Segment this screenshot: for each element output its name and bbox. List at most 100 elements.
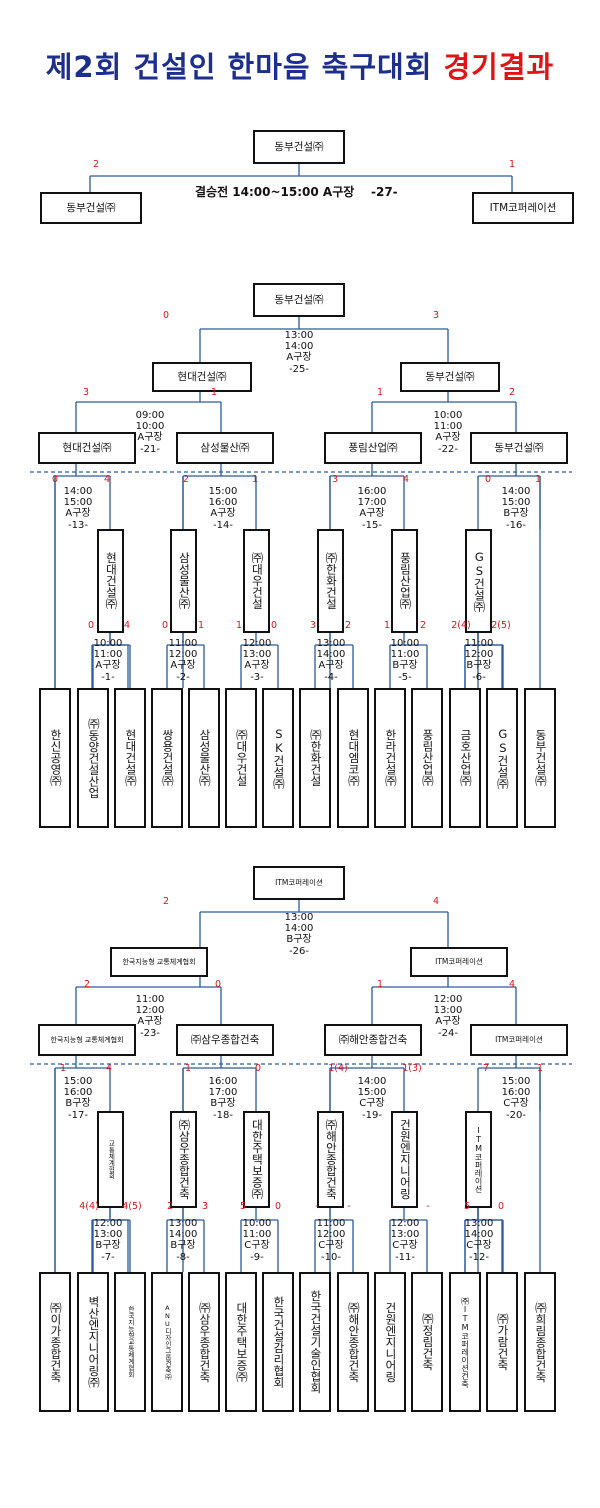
a-team-12-box: 금호산업㈜ (449, 688, 481, 828)
score-label: 0 (270, 620, 278, 631)
team-name: ㈜정림건축 (420, 1313, 435, 1371)
score-label: 2 (508, 387, 516, 398)
score-label: 3 (309, 620, 317, 631)
score-label: - (391, 1201, 395, 1212)
score-label: 0 (162, 310, 170, 321)
match-12-label: 13:00 14:00 C구장 -12- (464, 1218, 494, 1263)
team-name: ITM코퍼레이션 (435, 956, 483, 966)
score-label: 1(4) (328, 1063, 348, 1074)
team-name: 현대건설㈜ (123, 729, 138, 787)
score-label: 5 (239, 1201, 247, 1212)
score-label: 2 (419, 620, 427, 631)
team-name: 한국지능형교통체계협회 (126, 1306, 135, 1378)
a-qf-4-box: 동부건설㈜ (470, 432, 568, 464)
team-name: ㈜동양건설산업 (86, 717, 101, 799)
a-r2-6-box: GS건설㈜ (465, 529, 492, 633)
team-name: GS건설㈜ (472, 549, 487, 613)
a-team-4-box: 쌍용건설㈜ (151, 688, 183, 828)
team-name: ㈜한화건설 (308, 729, 323, 787)
match-14-label: 15:00 16:00 A구장 -14- (208, 486, 238, 531)
match-26-label: 13:00 14:00 B구장 -26- (284, 912, 314, 957)
a-team-8-box: ㈜한화건설 (299, 688, 331, 828)
team-name: 쌍용건설㈜ (160, 729, 175, 787)
score-label: - (347, 1201, 351, 1212)
team-name: 삼성물산㈜ (200, 441, 250, 454)
team-name: 동부건설㈜ (425, 370, 475, 383)
team-name: 건원엔지니어링 (398, 1119, 413, 1200)
score-label: 0 (497, 1201, 505, 1212)
b-team-11-box: ㈜정림건축 (411, 1272, 443, 1412)
match-11-label: 12:00 13:00 C구장 -11- (390, 1218, 420, 1263)
a-qf-3-box: 풍림산업㈜ (324, 432, 422, 464)
team-name: ㈜가람건축 (495, 1313, 510, 1371)
team-name: ㈜해안종합건축 (338, 1033, 408, 1046)
team-name: ITM코퍼레이션 (495, 1034, 543, 1044)
b-team-3-box: 한국지능형교통체계협회 (114, 1272, 146, 1412)
team-name: ITM코퍼레이션 (489, 201, 557, 214)
team-name: ㈜이가종합건축 (48, 1301, 63, 1383)
team-name: 풍림산업㈜ (348, 441, 398, 454)
b-team-9-box: ㈜해안종합건축 (337, 1272, 369, 1412)
team-name: 현대건설㈜ (104, 552, 119, 610)
match-24-label: 12:00 13:00 A구장 -24- (433, 994, 463, 1039)
score-label: 5 (463, 1201, 471, 1212)
team-name: 동부건설㈜ (494, 441, 544, 454)
b-team-5-box: ㈜삼우종합건축 (188, 1272, 220, 1412)
b-team-10-box: 건원엔지니어링 (374, 1272, 406, 1412)
team-name: 한국건설기술인협회 (308, 1290, 323, 1394)
match-4-label: 13:00 14:00 A구장 -4- (316, 638, 346, 683)
title-accent: 경기결과 (443, 50, 555, 84)
team-name: 동부건설㈜ (533, 729, 548, 787)
match-25-label: 13:00 14:00 A구장 -25- (284, 330, 314, 375)
title-main: 제2회 건설인 한마음 축구대회 (45, 50, 433, 84)
b-team-8-box: 한국건설기술인협회 (299, 1272, 331, 1412)
b-r2-3-box: 대한주택보증㈜ (243, 1111, 270, 1208)
team-name: 건원엔지니어링 (383, 1301, 398, 1383)
score-label: 4 (103, 474, 111, 485)
a-team-6-box: ㈜대우건설 (225, 688, 257, 828)
match-13-label: 14:00 15:00 A구장 -13- (63, 486, 93, 531)
a-team-1-box: 한신공영㈜ (39, 688, 71, 828)
team-name: 대한주택보증㈜ (234, 1301, 249, 1383)
score-label: 2 (182, 474, 190, 485)
team-name: ANU디자인그룹건축㈜ (163, 1304, 172, 1380)
match-15-label: 16:00 17:00 A구장 -15- (357, 486, 387, 531)
score-label: 1 (197, 620, 205, 631)
score-label: - (315, 1201, 319, 1212)
team-name: 현대건설㈜ (177, 370, 227, 383)
score-label: 0 (51, 474, 59, 485)
a-team-11-box: 풍림산업㈜ (411, 688, 443, 828)
b-r2-2-box: ㈜삼우종합건축 (170, 1111, 197, 1208)
team-name: 교통체계협회 (106, 1140, 115, 1179)
score-label: 1 (508, 159, 516, 170)
match-17-label: 15:00 16:00 B구장 -17- (63, 1076, 93, 1121)
score-label: 1 (376, 387, 384, 398)
score-label: 4 (123, 620, 131, 631)
team-name: 삼성물산㈜ (197, 729, 212, 787)
score-label: 1 (184, 1063, 192, 1074)
score-label: 1 (210, 387, 218, 398)
score-label: 1 (251, 474, 259, 485)
score-label: 4 (508, 979, 516, 990)
a-team-10-box: 한라건설㈜ (374, 688, 406, 828)
team-name: 삼성물산㈜ (177, 552, 192, 610)
score-label: 2(4) (451, 620, 471, 631)
b-qf-4-box: ITM코퍼레이션 (470, 1024, 568, 1056)
score-label: 0 (161, 620, 169, 631)
team-name: ㈜삼우종합건축 (177, 1119, 192, 1200)
match-9-label: 10:00 11:00 C구장 -9- (242, 1218, 272, 1263)
b-r2-6-box: ITM코퍼레이션 (465, 1111, 492, 1208)
a-r2-1-box: 현대건설㈜ (97, 529, 124, 633)
team-name: ITM코퍼레이션 (474, 1126, 484, 1193)
team-name: 벽산엔지니어링㈜ (86, 1296, 101, 1388)
match-8-label: 13:00 14:00 B구장 -8- (168, 1218, 198, 1263)
team-name: ㈜대우건설 (234, 729, 249, 787)
team-name: ㈜희림종합건축 (533, 1301, 548, 1383)
a-team-13-box: GS건설㈜ (486, 688, 518, 828)
score-label: 0 (214, 979, 222, 990)
team-name: 금호산업㈜ (458, 729, 473, 787)
team-name: 한국건설감리협회 (271, 1296, 286, 1388)
team-name: SK건설㈜ (271, 726, 286, 790)
